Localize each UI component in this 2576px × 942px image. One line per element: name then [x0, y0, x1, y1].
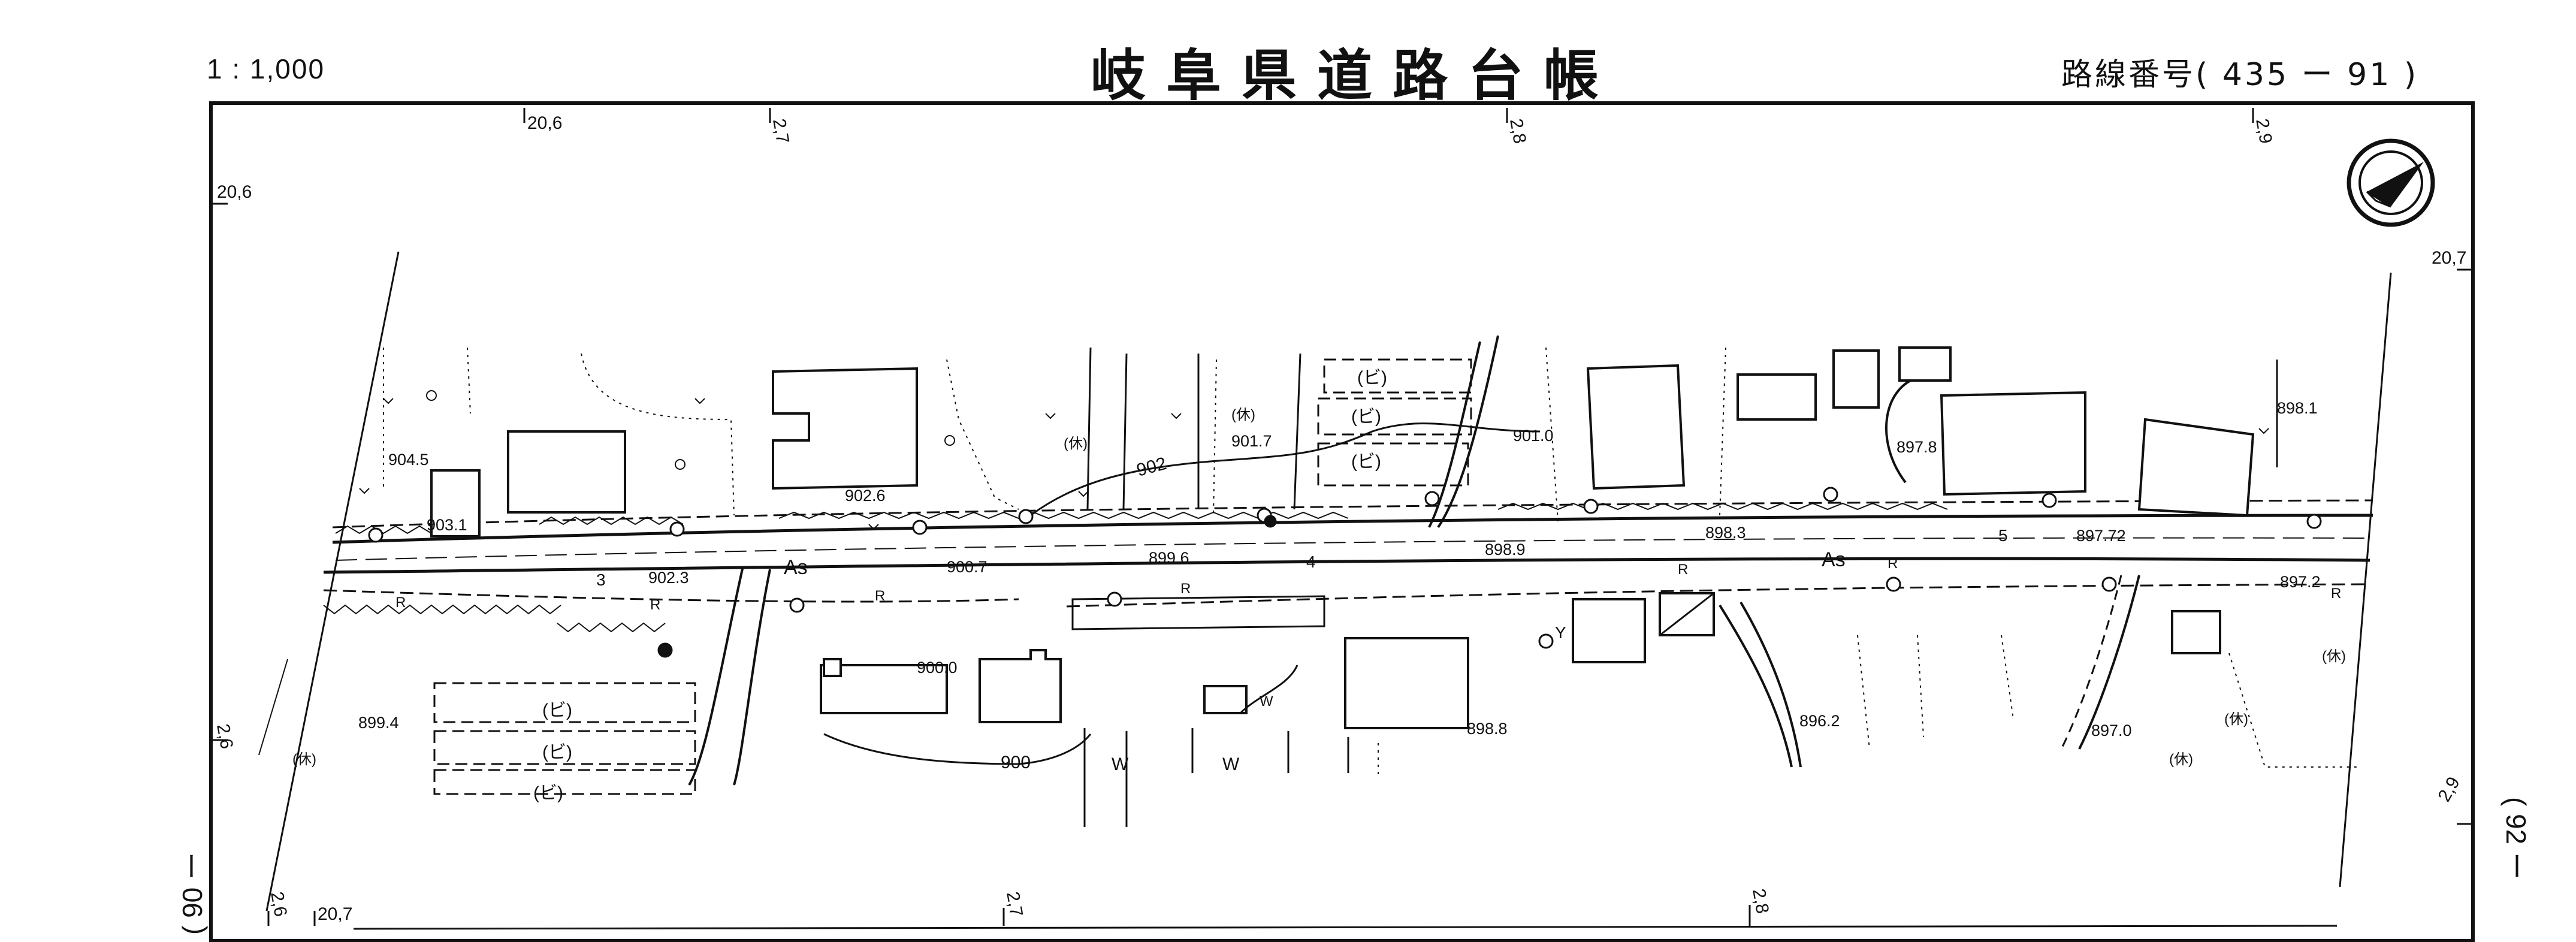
elevation-label: 902.3	[648, 569, 689, 587]
distance-post-label: 2,7	[769, 117, 793, 145]
elevation-label: 899.6	[1149, 549, 1189, 567]
field-symbols	[359, 390, 2269, 530]
distance-post-label: 2,8	[1506, 117, 1530, 145]
vinyl-house-label: (ビ)	[533, 783, 563, 803]
vinyl-house-label: (ビ)	[1351, 407, 1381, 427]
retaining-wall-label: R	[1888, 555, 1898, 572]
distance-post-labels: 20,6 2,7 2,8 2,9 20,6 20,7 2,6 2,6 20,7 …	[213, 113, 2466, 924]
water-label: W	[1112, 754, 1129, 774]
elevation-label: 901.0	[1513, 427, 1554, 445]
surface-label: As	[1822, 548, 1846, 571]
elevation-label: 904.5	[388, 451, 429, 469]
elevation-label: 897.72	[2076, 527, 2126, 545]
elevation-label: 896.2	[1799, 712, 1840, 730]
distance-post-label: 2,7	[1002, 890, 1026, 918]
elevation-spots: 904.5 902.6 901.7 901.0 897.8 898.1 903.…	[358, 399, 2321, 739]
contours	[823, 422, 1541, 765]
station-label: 5	[1998, 526, 2008, 545]
map-scale: 1 : 1,000	[207, 53, 325, 84]
north-arrow-icon	[2347, 138, 2435, 227]
water-label: W	[1260, 693, 1273, 709]
retaining-wall-label: R	[2331, 585, 2341, 602]
vinyl-house-label: (ビ)	[1357, 368, 1387, 388]
retaining-wall-label: R	[1180, 581, 1191, 597]
distance-post-ticks	[213, 108, 2472, 926]
distance-post-label: 20,7	[2432, 248, 2466, 268]
fallow-label: (休)	[1231, 407, 1255, 423]
fallow-label: (休)	[2224, 711, 2248, 727]
distance-post-label: 2,9	[2252, 117, 2276, 145]
elevation-label: 898.8	[1467, 720, 1508, 738]
distance-post-label: 20,6	[217, 182, 252, 202]
elevation-label: 899.4	[358, 714, 399, 732]
vinyl-house-label: (ビ)	[542, 701, 572, 720]
elevation-label: 897.8	[1896, 438, 1937, 456]
route-number: 路線番号( 435 ー 91 )	[2061, 57, 2419, 93]
utility-poles	[368, 487, 2322, 658]
vinyl-houses	[433, 358, 1472, 795]
structure-lines	[1083, 347, 2278, 827]
slope-hatch	[258, 502, 1948, 756]
page-title: 岐阜県道路台帳	[1091, 44, 1620, 108]
road	[323, 335, 2373, 786]
distance-post-label: 2,6	[213, 722, 237, 750]
retaining-wall-label: R	[875, 588, 885, 604]
elevation-label: 897.0	[2091, 721, 2132, 739]
vinyl-house-label: (ビ)	[1351, 452, 1381, 472]
distance-post-label: 20,7	[318, 904, 352, 924]
water-label: W	[1222, 754, 1240, 774]
elevation-label: 900.7	[947, 558, 987, 576]
station-label: 3	[596, 570, 606, 589]
retaining-wall-label: R	[1678, 561, 1688, 578]
fallow-label: (休)	[292, 751, 316, 768]
contour-label: 900	[1001, 753, 1031, 772]
map-frame	[209, 101, 2475, 942]
contour-labels: 902 900	[1001, 454, 1168, 772]
land-use-labels: (ビ) (ビ) (ビ) (ビ) (ビ) (ビ) (休) (休) (休) (休) …	[292, 368, 2346, 803]
elevation-label: 900.0	[917, 659, 958, 677]
road-labels: As As 3 4 5 R R R R R R R	[395, 526, 2341, 613]
distance-post-label: 2,9	[2434, 774, 2463, 805]
elevation-label: 903.1	[427, 516, 467, 534]
elevation-label: 898.1	[2277, 399, 2318, 417]
distance-post-label: 20,6	[527, 113, 562, 133]
elevation-label: 902.6	[845, 487, 886, 505]
elevation-label: 898.3	[1705, 524, 1746, 542]
fallow-label: (休)	[2322, 648, 2346, 665]
elevation-label: 897.2	[2280, 573, 2321, 591]
buildings	[430, 346, 2255, 729]
station-label: 4	[1306, 552, 1316, 571]
sheet-boundaries	[265, 251, 2392, 911]
contour-label: 902	[1134, 454, 1168, 481]
parcel-boundaries	[383, 347, 2361, 779]
vinyl-house-label: (ビ)	[542, 742, 572, 762]
surface-label: As	[784, 556, 808, 579]
retaining-wall-label: R	[395, 594, 406, 611]
fallow-label: (休)	[1064, 436, 1088, 452]
fallow-label: (休)	[2169, 751, 2193, 768]
distance-post-label: 2,6	[267, 890, 291, 918]
marker-label: Y	[1555, 623, 1566, 642]
elevation-label: 898.9	[1485, 541, 1526, 558]
elevation-label: 901.7	[1231, 432, 1272, 450]
distance-post-label: 2,8	[1748, 887, 1772, 915]
retaining-wall-label: R	[650, 597, 660, 613]
